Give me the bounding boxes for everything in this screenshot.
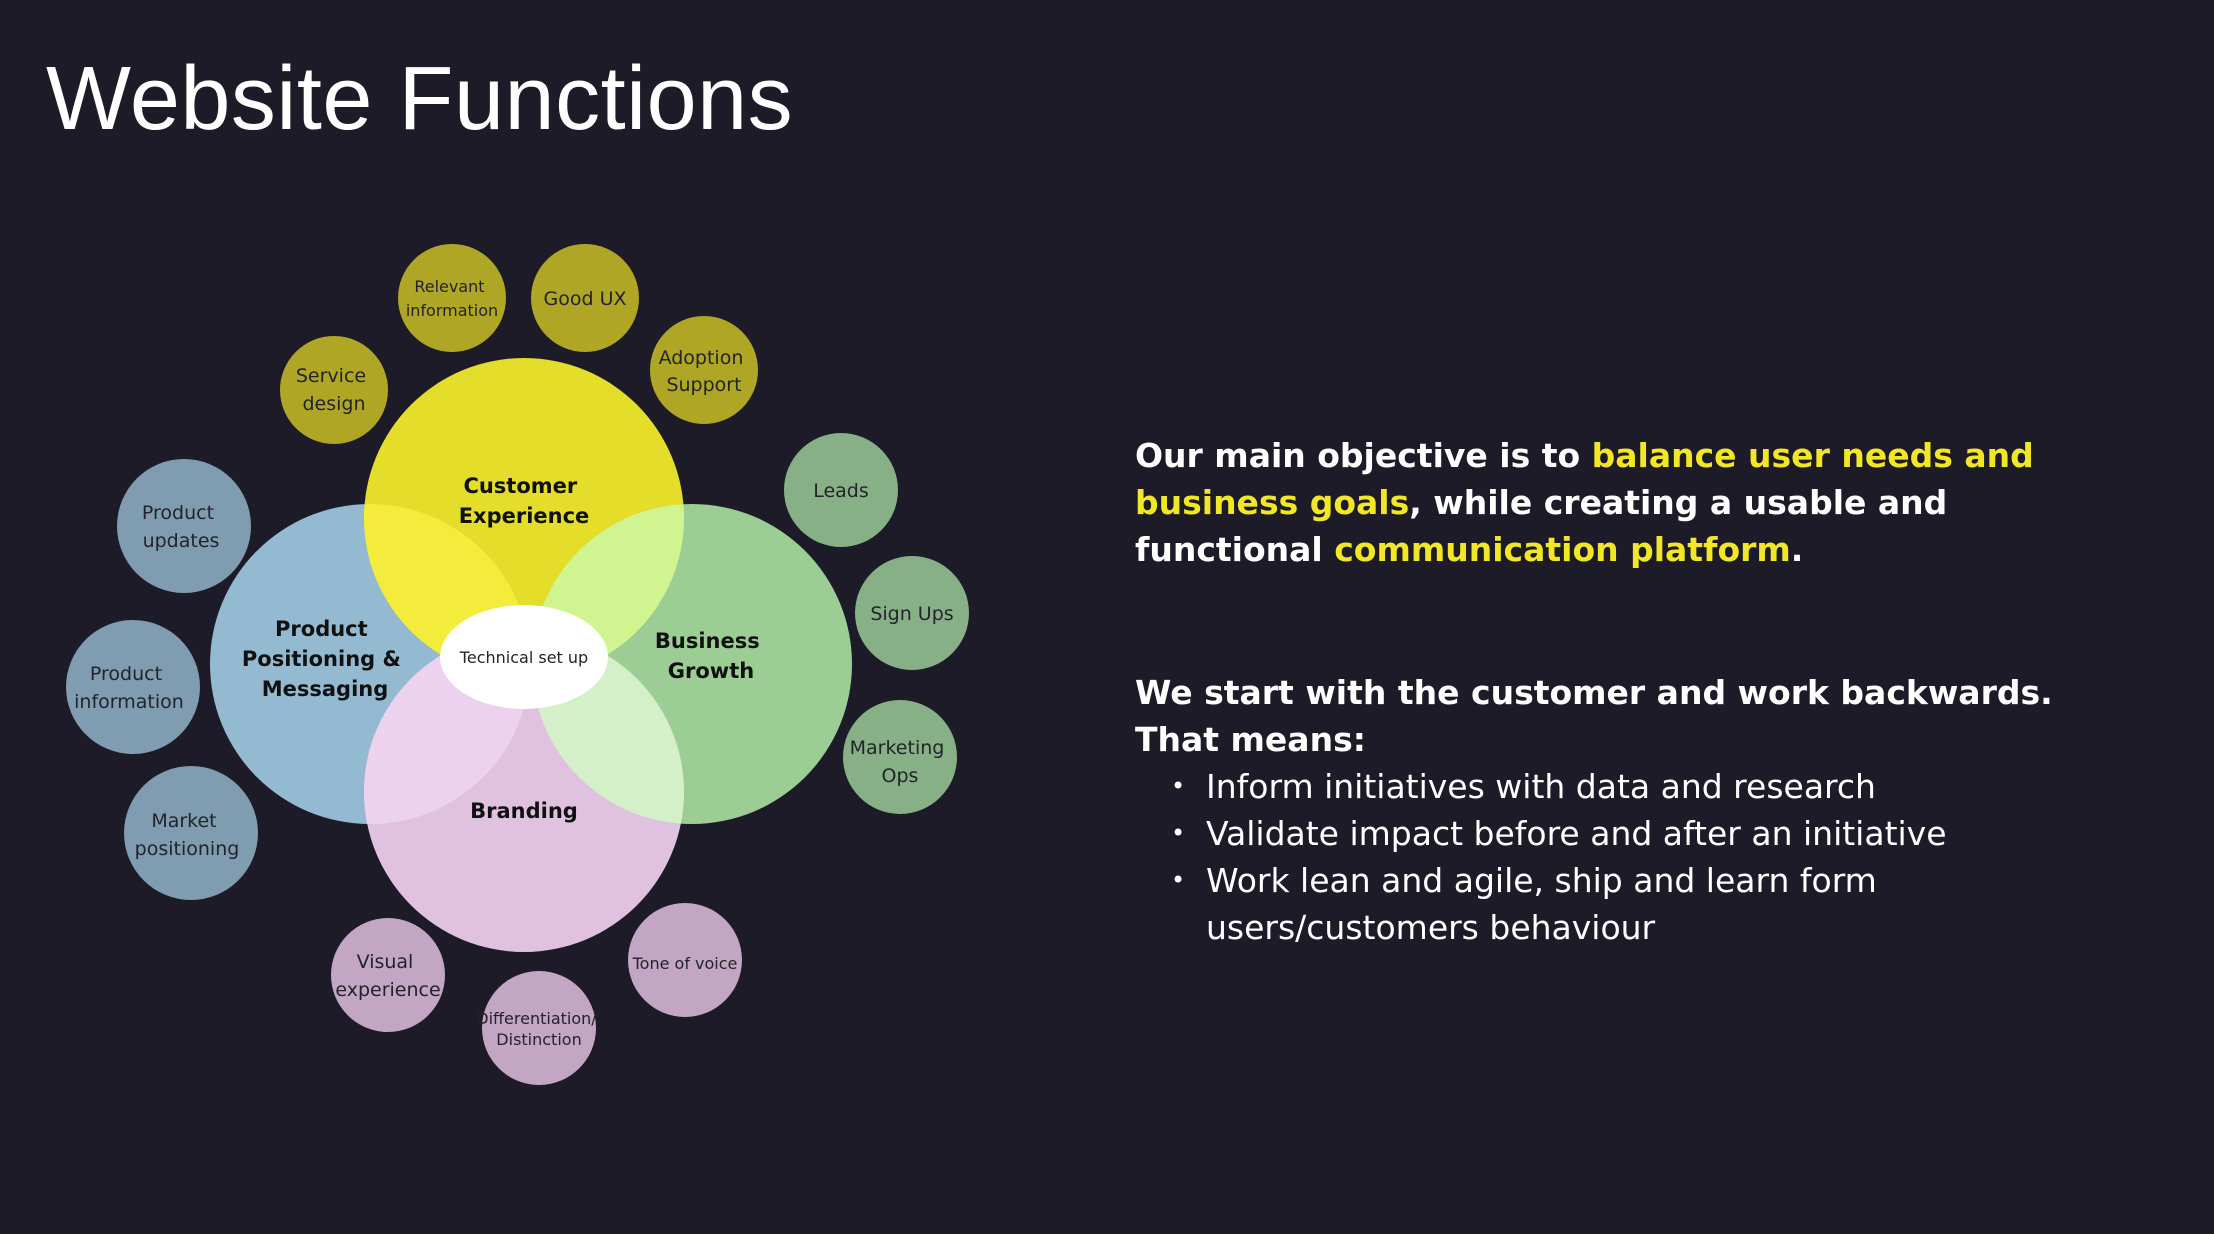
objective-highlight2: communication platform [1334,530,1791,569]
satellite-sign-ups: Sign Ups [855,556,969,670]
svg-text:Marketing Ops: Marketing Ops [850,737,951,787]
satellite-relevant-information: Relevant information [398,244,506,352]
approach-heading: We start with the customer and work back… [1135,669,2135,763]
approach-list-item: • Validate impact before and after an ini… [1171,810,1966,857]
approach-heading-line2: That means: [1135,720,1366,759]
svg-text:Tone of voice: Tone of voice [632,954,738,973]
svg-text:Product updates: Product updates [142,502,220,552]
satellite-leads: Leads [784,433,898,547]
approach-list: • Inform initiatives with data and resear… [1135,763,2135,951]
satellite-differentiation-distinction: Differentiation/ Distinction [476,971,602,1085]
satellite-service-design: Service design [280,336,388,444]
approach-item-text: Inform initiatives with data and researc… [1206,767,1876,806]
objective-part2: , while creating a usable and functional [1135,483,1948,569]
satellite-market-positioning: Market positioning [124,766,258,900]
svg-text:Sign Ups: Sign Ups [870,603,953,625]
bullet-icon: • [1171,772,1186,800]
svg-text:Service design: Service design [296,365,372,415]
satellite-product-updates: Product updates [117,459,251,593]
overlap-branding-growth [532,632,684,824]
svg-text:Differentiation/ Distinc: Differentiation/ Distinction [476,1009,602,1049]
satellite-product-information: Product information [66,620,200,754]
satellite-adoption-support: Adoption Support [650,316,758,424]
branding-label: Branding [470,799,578,823]
page-title: Website Functions [46,49,794,149]
svg-text:Adoption Support: Adoption Support [659,347,750,396]
business-growth-label: Business Growth [655,629,767,683]
approach-list-item: • Inform initiatives with data and resear… [1171,763,1966,810]
technical-setup-ellipse [440,605,608,709]
svg-text:Visual experience: Visual experience [335,951,440,1001]
objective-highlight1: balance user needs and business goals [1135,436,2034,522]
svg-text:Leads: Leads [813,480,869,502]
svg-text:Market positioning: Market positioning [135,810,240,860]
approach-heading-line1: We start with the customer and work back… [1135,673,2053,712]
approach-item-text: Work lean and agile, ship and learn form… [1206,861,1877,947]
objective-part1: Our main objective is to [1135,436,1592,475]
svg-text:Good UX: Good UX [544,288,627,310]
bullet-icon: • [1171,819,1186,847]
overlap-customer-growth [532,504,684,678]
approach-item-text: Validate impact before and after an init… [1206,814,1947,853]
satellite-marketing-ops: Marketing Ops [843,700,957,814]
technical-setup-label: Technical set up [459,648,588,667]
product-positioning-label: Product Positioning & Messaging [242,617,408,701]
satellite-good-ux: Good UX [531,244,639,352]
text-panel: Our main objective is to balance user ne… [1135,432,2135,951]
svg-text:Relevant information: Relevant information [406,277,498,320]
svg-text:Product information: Product information [74,663,184,713]
objective-statement: Our main objective is to balance user ne… [1135,432,2135,573]
bullet-icon: • [1171,866,1186,894]
approach-list-item: • Work lean and agile, ship and learn for… [1171,857,1966,951]
satellite-visual-experience: Visual experience [331,918,445,1032]
customer-experience-label: Customer Experience [459,474,590,528]
satellite-tone-of-voice: Tone of voice [628,903,742,1017]
objective-part3: . [1790,530,1804,569]
